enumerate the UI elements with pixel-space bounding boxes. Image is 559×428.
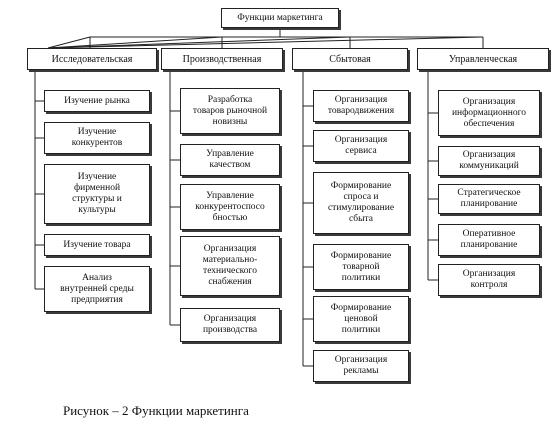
col-2-item-3: Управление конкурентоспосо бностью bbox=[180, 184, 280, 230]
col-4-header: Управленческая bbox=[417, 48, 549, 70]
col-3-item-2: Организация сервиса bbox=[313, 130, 409, 162]
col-1-item-2: Изучение конкурентов bbox=[44, 122, 150, 154]
connector-line-9 bbox=[47, 36, 484, 49]
col-3-item-6: Организация рекламы bbox=[313, 350, 409, 382]
col-4-item-4: Оперативное планирование bbox=[438, 224, 540, 256]
col-1-item-5: Анализ внутренней среды предприятия bbox=[44, 266, 150, 312]
col-1-item-4: Изучение товара bbox=[44, 234, 150, 256]
col-2-header: Производственная bbox=[161, 48, 283, 70]
col-3-item-3: Формирование спроса и стимулирование сбы… bbox=[313, 172, 409, 234]
col-4-item-5: Организация контроля bbox=[438, 264, 540, 296]
root-box: Функции маркетинга bbox=[221, 8, 339, 28]
col-1-item-1: Изучение рынка bbox=[44, 90, 150, 112]
col-4-item-3: Стратегическое планирование bbox=[438, 184, 540, 214]
figure-caption: Рисунок – 2 Функции маркетинга bbox=[63, 403, 249, 418]
col-4-item-1: Организация информационного обеспечения bbox=[438, 90, 540, 136]
col-3-item-1: Организация товародвижения bbox=[313, 90, 409, 122]
col-2-item-4: Организация материально- технического сн… bbox=[180, 236, 280, 296]
col-2-item-1: Разработка товаров рыночной новизны bbox=[180, 88, 280, 134]
col-2-item-2: Управление качеством bbox=[180, 144, 280, 176]
col-3-header: Сбытовая bbox=[292, 48, 408, 70]
col-2-item-5: Организация производства bbox=[180, 308, 280, 342]
col-1-header: Исследовательская bbox=[27, 48, 157, 70]
col-4-item-2: Организация коммуникаций bbox=[438, 146, 540, 176]
connector-line-7 bbox=[47, 36, 351, 49]
connector-line-5 bbox=[47, 36, 223, 49]
col-3-item-5: Формирование ценовой политики bbox=[313, 296, 409, 342]
col-1-item-3: Изучение фирменной структуры и культуры bbox=[44, 164, 150, 224]
connector-line-3 bbox=[47, 36, 91, 49]
col-3-item-4: Формирование товарной политики bbox=[313, 244, 409, 290]
